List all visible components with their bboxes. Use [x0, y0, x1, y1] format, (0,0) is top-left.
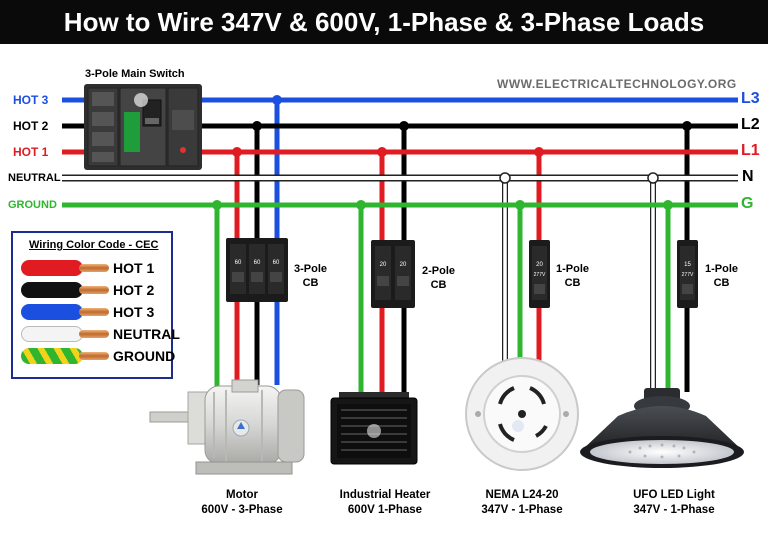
cb4-label-line2: CB — [713, 277, 730, 289]
color-code-legend: Wiring Color Code - CEC HOT 1 HOT 2 HOT … — [11, 231, 180, 379]
cb1-rating-2: 60 — [254, 260, 261, 266]
cb3-rating: 20 — [536, 262, 543, 268]
legend-copper-hot2 — [79, 286, 109, 294]
label-n: N — [742, 168, 754, 185]
cb4-label-line1: 1-Pole — [705, 263, 739, 275]
legend-copper-hot3 — [79, 308, 109, 316]
load-heater-name: Industrial Heater — [339, 489, 431, 501]
cb2-label-line2: CB — [430, 279, 447, 291]
cb2-rating-1: 20 — [380, 262, 387, 268]
ufo-light-image — [580, 388, 744, 468]
load-light-label: UFO LED Light 347V - 1-Phase — [594, 488, 754, 518]
breaker-2-pole — [371, 240, 415, 308]
label-hot3: HOT 3 — [13, 93, 49, 107]
legend-label-hot2: HOT 2 — [113, 282, 155, 298]
legend-label-neutral: NEUTRAL — [113, 326, 180, 342]
load-light-name: UFO LED Light — [633, 489, 715, 501]
load-light-spec: 347V - 1-Phase — [633, 504, 715, 516]
legend-copper-hot1 — [79, 264, 109, 272]
heater-image — [330, 392, 418, 465]
load-receptacle-label: NEMA L24-20 347V - 1-Phase — [442, 488, 602, 518]
cb3-label-line2: CB — [564, 277, 581, 289]
cb1-rating-3: 60 — [273, 260, 280, 266]
legend-wire-hot2 — [21, 282, 83, 298]
cb2-label-line1: 2-Pole — [422, 265, 456, 277]
main-switch — [84, 84, 202, 170]
label-l1: L1 — [741, 142, 760, 159]
legend-label-hot3: HOT 3 — [113, 304, 155, 320]
motor-image — [149, 379, 305, 475]
breaker-1-pole-b — [677, 240, 698, 308]
cb3-label: 1-Pole CB — [556, 262, 589, 290]
label-neutral: NEUTRAL — [8, 172, 61, 184]
cb1-label-line1: 3-Pole — [294, 263, 328, 275]
cb4-label: 1-Pole CB — [705, 262, 738, 290]
label-hot2: HOT 2 — [13, 119, 49, 133]
legend-item-hot1: HOT 1 — [21, 257, 171, 279]
cb4-voltage: 277V — [682, 272, 694, 278]
legend-item-hot2: HOT 2 — [21, 279, 171, 301]
cb2-label: 2-Pole CB — [422, 264, 455, 292]
breaker-3-pole — [226, 238, 288, 302]
legend-item-ground: GROUND — [21, 345, 175, 367]
legend-label-ground: GROUND — [113, 348, 176, 364]
label-ground: GROUND — [8, 199, 57, 211]
cb2-rating-2: 20 — [400, 262, 407, 268]
legend-item-neutral: NEUTRAL — [21, 323, 180, 345]
legend-wire-ground — [21, 348, 83, 364]
load-motor-name: Motor — [226, 489, 258, 501]
legend-item-hot3: HOT 3 — [21, 301, 171, 323]
cb3-voltage: 277V — [534, 272, 546, 278]
junction-dots — [212, 95, 692, 210]
load-receptacle-name: NEMA L24-20 — [485, 489, 559, 501]
breaker-1-pole-a — [529, 240, 550, 308]
website-url: WWW.ELECTRICALTECHNOLOGY.ORG — [497, 77, 737, 91]
receptacle-image — [465, 357, 579, 471]
load-heater-label: Industrial Heater 600V 1-Phase — [305, 488, 465, 518]
cb4-rating: 15 — [684, 262, 691, 268]
load-motor-spec: 600V - 3-Phase — [201, 504, 283, 516]
legend-wire-neutral — [21, 326, 83, 342]
legend-copper-neutral — [79, 330, 109, 338]
load-receptacle-spec: 347V - 1-Phase — [481, 504, 563, 516]
cb3-label-line1: 1-Pole — [556, 263, 590, 275]
cb1-label: 3-Pole CB — [294, 262, 327, 290]
load-motor-label: Motor 600V - 3-Phase — [162, 488, 322, 518]
label-l3: L3 — [741, 90, 760, 107]
legend-wire-hot1 — [21, 260, 83, 276]
cb1-rating-1: 60 — [235, 260, 242, 266]
main-switch-label: 3-Pole Main Switch — [85, 68, 185, 80]
label-hot1: HOT 1 — [13, 145, 49, 159]
legend-wire-hot3 — [21, 304, 83, 320]
load-heater-spec: 600V 1-Phase — [347, 504, 423, 516]
legend-title: Wiring Color Code - CEC — [29, 239, 159, 251]
label-g: G — [741, 195, 754, 212]
page-title: How to Wire 347V & 600V, 1-Phase & 3-Pha… — [0, 0, 768, 44]
legend-copper-ground — [79, 352, 109, 360]
label-l2: L2 — [741, 116, 760, 133]
cb1-label-line2: CB — [302, 277, 319, 289]
legend-label-hot1: HOT 1 — [113, 260, 155, 276]
